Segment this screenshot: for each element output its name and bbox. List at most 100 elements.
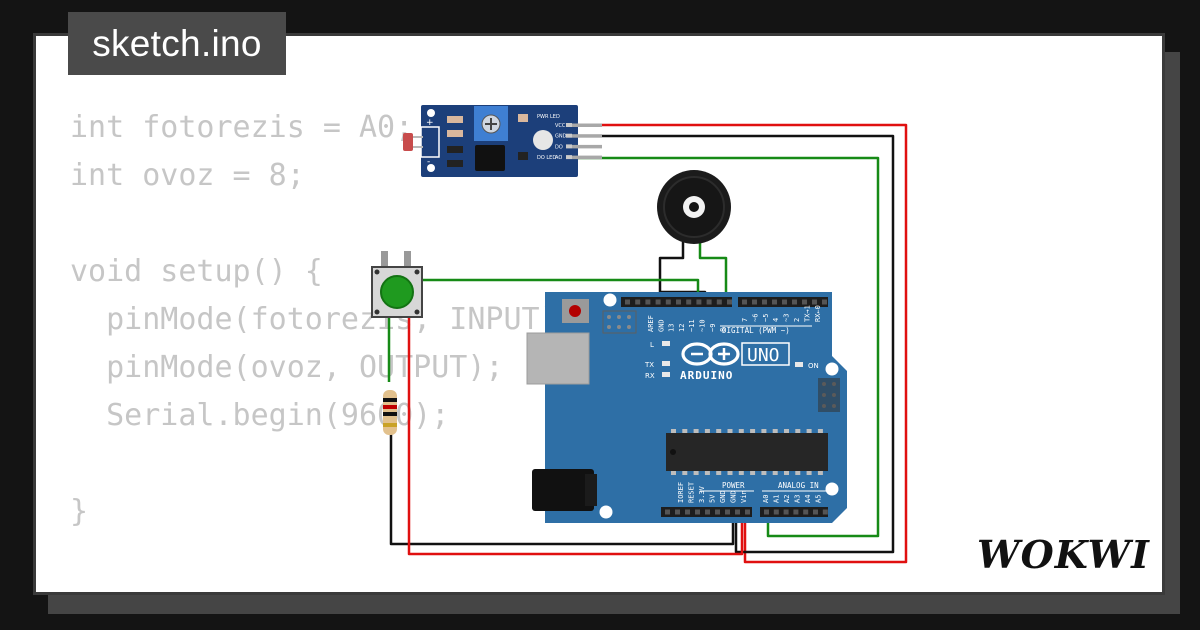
pin-label: A5: [815, 495, 823, 503]
header-pin[interactable]: [782, 299, 787, 305]
wokwi-logo: WOKWI: [977, 532, 1149, 577]
pin-label: 3.3V: [698, 485, 706, 503]
header-pin[interactable]: [686, 299, 692, 305]
chip-pin: [727, 471, 733, 475]
module-plus-label: +: [426, 118, 434, 128]
code-line: pinMode(fotorezis, INPUT);: [70, 302, 576, 337]
module-pin[interactable]: [572, 134, 602, 138]
module-pin[interactable]: [572, 144, 602, 149]
header-pin[interactable]: [742, 299, 747, 305]
header-pin[interactable]: [783, 509, 789, 515]
chip-pin: [738, 429, 744, 433]
chip-pin: [727, 429, 733, 433]
header-pin[interactable]: [792, 299, 797, 305]
module-pin-label: AO: [555, 155, 562, 161]
header-pin[interactable]: [685, 509, 690, 515]
chip-pin: [784, 471, 789, 475]
header-pin[interactable]: [676, 299, 681, 305]
code-line: void setup() {: [70, 254, 323, 289]
wire-red-button[interactable]: [407, 292, 744, 556]
buzzer[interactable]: [657, 170, 731, 244]
chip-pin: [671, 429, 676, 433]
chip-pin: [806, 429, 812, 433]
header-pin[interactable]: [773, 509, 779, 515]
header-pin[interactable]: [696, 299, 702, 305]
header-pin[interactable]: [625, 299, 630, 305]
pin-label: ~6: [751, 314, 759, 322]
pin-label: A3: [794, 495, 802, 503]
header-pin[interactable]: [822, 509, 828, 515]
header-pin[interactable]: [812, 299, 817, 305]
module-pin-socket: [566, 155, 572, 160]
header-pin[interactable]: [716, 299, 722, 305]
chip-pin: [750, 429, 756, 433]
header-pin[interactable]: [665, 299, 671, 305]
chip-pin: [671, 471, 676, 475]
module-pin-label: VCC: [555, 123, 566, 129]
header-pin[interactable]: [822, 299, 827, 305]
file-tab[interactable]: sketch.ino: [68, 12, 286, 75]
pin-label: GND: [657, 319, 665, 332]
header-pin[interactable]: [735, 509, 740, 515]
chip-pin: [704, 429, 710, 433]
header-pin[interactable]: [764, 509, 769, 515]
pin-label: 4: [772, 318, 780, 322]
arduino-uno-board[interactable]: ARDUINO UNO L TX RX ON DIGITAL (PWM ~) P…: [526, 292, 847, 523]
resistor[interactable]: [383, 390, 397, 435]
header-pin[interactable]: [762, 299, 767, 305]
header-pin[interactable]: [803, 509, 809, 515]
wire-green-buzzer[interactable]: [698, 240, 728, 300]
power-header-label: POWER: [722, 481, 745, 490]
header-pin[interactable]: [715, 509, 720, 515]
chip-pin: [716, 471, 722, 475]
module-minus-label: -: [427, 157, 430, 167]
header-pin[interactable]: [745, 509, 750, 515]
led-on-label: ON: [808, 362, 819, 370]
push-button[interactable]: [371, 251, 423, 318]
module-pin[interactable]: [572, 155, 602, 160]
wire-green-ao[interactable]: [572, 156, 880, 538]
header-pin[interactable]: [635, 299, 641, 305]
header-pin[interactable]: [727, 299, 732, 305]
code-line: int ovoz = 8;: [70, 158, 305, 193]
header-pin[interactable]: [802, 299, 807, 305]
arduino-model-label: UNO: [747, 345, 780, 366]
header-pin[interactable]: [772, 299, 777, 305]
pin-label: ~11: [688, 319, 696, 332]
header-pin[interactable]: [706, 299, 712, 305]
header-pin[interactable]: [645, 299, 651, 305]
chip-pin: [761, 429, 767, 433]
header-pin[interactable]: [665, 509, 670, 515]
chip-pin: [795, 429, 801, 433]
header-pin[interactable]: [725, 509, 730, 515]
header-pin[interactable]: [793, 509, 799, 515]
pin-label: ~5: [762, 314, 770, 322]
chip-pin: [693, 471, 699, 475]
chip-pin: [795, 471, 801, 475]
module-pin-socket: [566, 133, 572, 138]
header-pin[interactable]: [675, 509, 680, 515]
arduino-infinity-logo: [681, 342, 740, 366]
chip-pin: [761, 471, 767, 475]
chip-pin: [772, 429, 778, 433]
chip-pin: [750, 471, 756, 475]
code-line: int fotorezis = A0;: [70, 110, 414, 145]
chip-pin: [817, 471, 823, 475]
header-pin[interactable]: [695, 509, 700, 515]
wire-black-gnd[interactable]: [572, 134, 895, 554]
wire-red-vcc[interactable]: [572, 123, 908, 564]
header-pin[interactable]: [813, 509, 818, 515]
pin-label: RESET: [688, 481, 696, 503]
pin-label: AREF: [647, 315, 655, 332]
header-pin[interactable]: [655, 299, 661, 305]
header-pin[interactable]: [705, 509, 710, 515]
module-pin[interactable]: [572, 123, 602, 128]
wire-black-resistor[interactable]: [389, 430, 735, 546]
header-pin[interactable]: [752, 299, 757, 305]
module-pin-socket: [566, 123, 572, 127]
chip-pin: [716, 429, 722, 433]
chip-pin: [738, 471, 744, 475]
